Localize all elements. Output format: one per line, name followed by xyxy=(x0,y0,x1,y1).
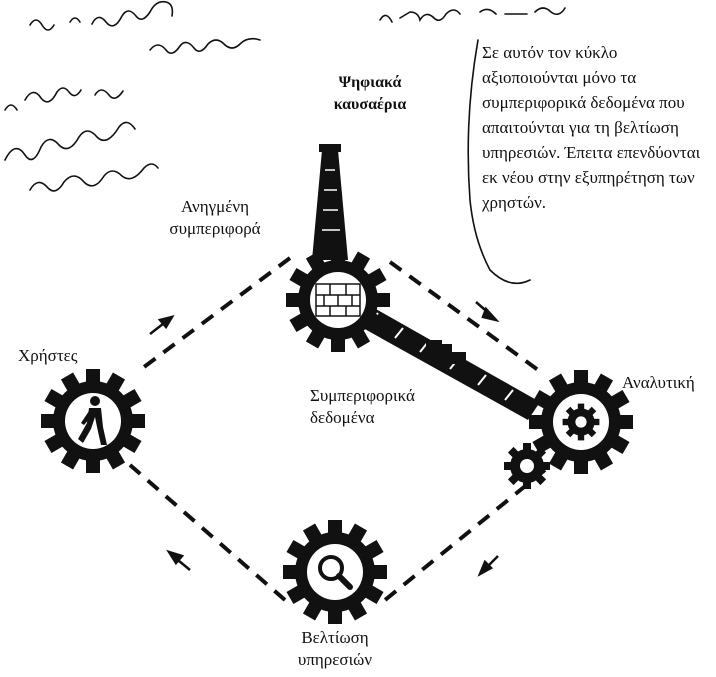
flow-arrows xyxy=(150,302,498,574)
gear-icon xyxy=(41,369,145,473)
service-improvement-label: Βελτίωση υπηρεσιών xyxy=(270,627,400,671)
mined-behavior-line2: συμπεριφορά xyxy=(150,218,280,240)
chimney-icon xyxy=(312,144,348,260)
arrow-down-left xyxy=(480,556,498,574)
mined-behavior-label: Ανηγμένη συμπεριφορά xyxy=(150,196,280,240)
behavioral-data-line2: δεδομένα xyxy=(310,407,440,429)
digital-exhaust-line1: Ψηφιακά xyxy=(320,72,420,94)
service-improvement-line1: Βελτίωση xyxy=(270,627,400,649)
inner-cog-icon xyxy=(563,404,600,441)
gear-icon xyxy=(529,370,633,474)
digital-exhaust-label: Ψηφιακά καυσαέρια xyxy=(320,72,420,116)
small-gear-icon xyxy=(504,443,550,489)
analytics-label: Αναλυτική xyxy=(622,372,695,394)
cycle-explanation-note: Σε αυτόν τον κύκλο αξιοποιούνται μόνο τα… xyxy=(482,40,712,215)
service-improvement-line2: υπηρεσιών xyxy=(270,649,400,671)
arrow-up-right xyxy=(150,317,172,334)
behavioral-data-line1: Συμπεριφορικά xyxy=(310,385,440,407)
arrow-down-right xyxy=(476,302,496,320)
handwritten-annotations xyxy=(5,2,565,284)
gear-icon xyxy=(286,248,390,352)
arrow-up-left xyxy=(169,552,190,570)
users-label: Χρήστες xyxy=(18,345,78,367)
mined-behavior-line1: Ανηγμένη xyxy=(150,196,280,218)
gear-icon xyxy=(283,520,387,624)
behavioral-data-label: Συμπεριφορικά δεδομένα xyxy=(310,385,440,429)
digital-exhaust-line2: καυσαέρια xyxy=(320,94,420,116)
